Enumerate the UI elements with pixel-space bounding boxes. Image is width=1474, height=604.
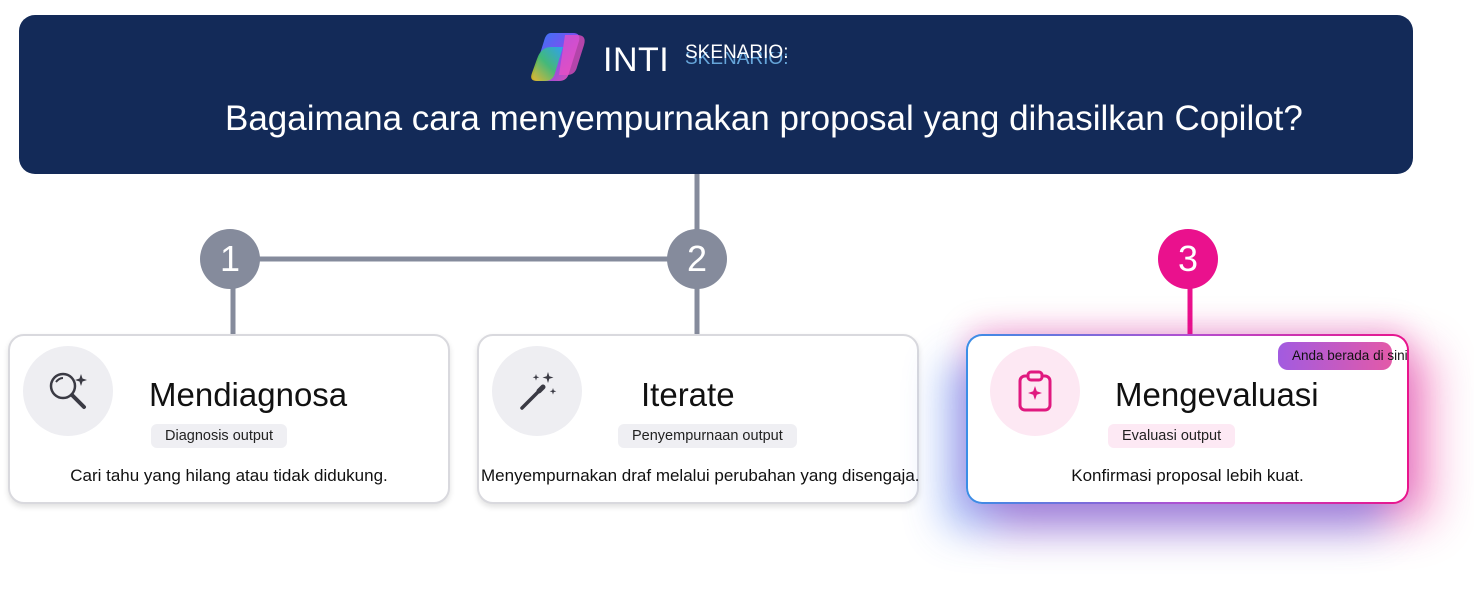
- scenario-label: SKENARIO:: [685, 42, 789, 63]
- step-description: Konfirmasi proposal lebih kuat.: [1071, 466, 1304, 485]
- step-description: Menyempurnakan draf melalui perubahan ya…: [481, 466, 920, 485]
- step-number-2: 2: [667, 229, 727, 289]
- step-tag: Evaluasi output: [1108, 424, 1236, 448]
- step-card-evaluate[interactable]: Anda berada di sini Mengevaluasi Evaluas…: [966, 334, 1409, 504]
- you-are-here-badge: Anda berada di sini: [1278, 342, 1408, 370]
- step-card-diagnose[interactable]: Mendiagnosa Diagnosis output Cari tahu y…: [8, 334, 450, 504]
- clipboard-sparkle-icon: [1018, 370, 1052, 412]
- copilot-logo-icon: [531, 33, 585, 81]
- step-number-3: 3: [1158, 229, 1218, 289]
- icon-holder: [990, 346, 1080, 436]
- step-title: Iterate: [641, 376, 735, 413]
- icon-holder: [23, 346, 113, 436]
- scenario-question: Bagaimana cara menyempurnakan proposal y…: [225, 99, 1303, 138]
- icon-holder: [492, 346, 582, 436]
- step-tag: Penyempurnaan output: [618, 424, 797, 448]
- brand-title: INTI: [603, 41, 670, 79]
- step-title: Mendiagnosa: [149, 376, 348, 413]
- step-title: Mengevaluasi: [1115, 376, 1319, 413]
- scenario-label-shadow: SKENARIO:: [685, 52, 789, 66]
- step-card-iterate[interactable]: Iterate Penyempurnaan output Menyempurna…: [477, 334, 920, 504]
- magic-wand-icon: [520, 372, 557, 410]
- scenario-header: INTI SKENARIO: SKENARIO: Bagaimana cara …: [19, 15, 1413, 174]
- step-number-1: 1: [200, 229, 260, 289]
- step-description: Cari tahu yang hilang atau tidak didukun…: [70, 466, 388, 485]
- magnifier-sparkle-icon: [49, 372, 87, 409]
- step-tag: Diagnosis output: [151, 424, 288, 448]
